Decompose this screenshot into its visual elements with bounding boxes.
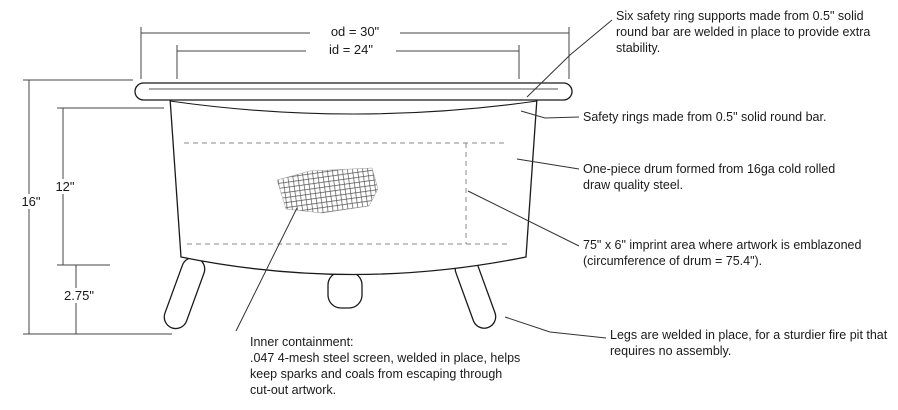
leader-ring-supports (526, 19, 613, 98)
dim-drum-height: 12" (46, 179, 84, 194)
callout-drum: One-piece drum formed from 16ga cold rol… (583, 162, 836, 192)
leader-safety-rings (520, 110, 580, 119)
dim-total-height: 16" (12, 194, 50, 209)
dim-leg-height: 2.75" (55, 288, 103, 303)
leader-containment (235, 207, 298, 332)
leader-imprint-area (467, 190, 580, 247)
leader-drum (516, 158, 580, 170)
callout-imprint-area: 75" x 6" imprint area where artwork is e… (583, 238, 862, 268)
drum-top-seam (169, 100, 538, 115)
imprint-area-dashed-lines (184, 142, 508, 245)
callout-containment: Inner containment: .047 4-mesh steel scr… (250, 334, 522, 398)
mesh-screen-patch (276, 167, 379, 214)
legs (163, 256, 497, 330)
leader-legs (504, 316, 607, 339)
dim-inner-diameter: id = 24" (306, 42, 396, 57)
callout-ring-supports: Six safety ring supports made from 0.5" … (616, 9, 871, 55)
callout-containment-body: .047 4-mesh steel screen, welded in plac… (250, 351, 521, 397)
leader-lines (235, 19, 613, 339)
safety-ring-rim (134, 82, 573, 101)
center-leg (327, 271, 363, 309)
callout-safety-rings: Safety rings made from 0.5" solid round … (583, 110, 827, 124)
left-leg (163, 256, 206, 330)
dim-outer-diameter: od = 30" (310, 24, 400, 39)
callout-containment-title: Inner containment: (250, 335, 354, 349)
callout-legs: Legs are welded in place, for a sturdier… (610, 328, 888, 358)
